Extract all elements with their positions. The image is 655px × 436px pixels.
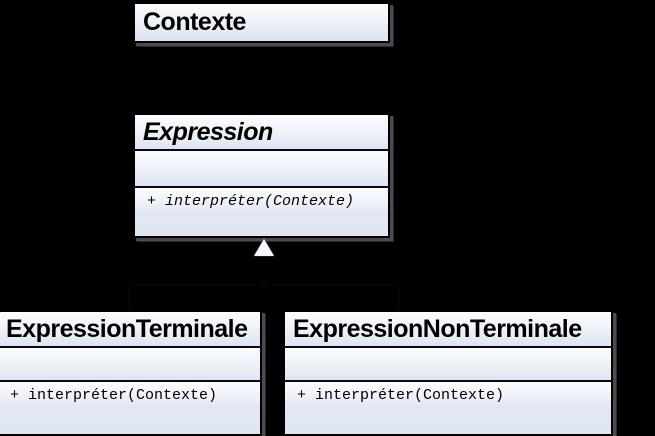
- generalization-stem-horizontal: [128, 284, 400, 286]
- class-name-expression: Expression: [143, 118, 273, 146]
- class-name-compartment: ExpressionTerminale: [0, 312, 260, 346]
- operation-interpreter: + interpréter(Contexte): [297, 387, 505, 404]
- class-attributes-compartment: [0, 346, 260, 380]
- class-attributes-compartment: [285, 346, 611, 380]
- class-name-expression-non-terminale: ExpressionNonTerminale: [293, 315, 582, 343]
- operation-interpreter: + interpréter(Contexte): [147, 193, 355, 210]
- class-operations-compartment: + interpréter(Contexte): [285, 380, 611, 410]
- class-name-compartment: ExpressionNonTerminale: [285, 312, 611, 346]
- class-name-compartment: Expression: [135, 115, 388, 149]
- class-box-contexte[interactable]: Contexte: [133, 2, 390, 43]
- class-box-expression-non-terminale[interactable]: ExpressionNonTerminale + interpréter(Con…: [283, 310, 613, 436]
- generalization-branch-right: [398, 284, 400, 310]
- class-box-expression-terminale[interactable]: ExpressionTerminale + interpréter(Contex…: [0, 310, 262, 436]
- generalization-stem-vertical: [263, 256, 265, 310]
- operation-interpreter: + interpréter(Contexte): [10, 387, 218, 404]
- class-name-expression-terminale: ExpressionTerminale: [6, 315, 248, 343]
- class-attributes-compartment: [135, 149, 388, 186]
- class-operations-compartment: + interpréter(Contexte): [135, 186, 388, 216]
- generalization-branch-left: [128, 284, 130, 310]
- generalization-arrowhead-icon: [254, 239, 274, 256]
- class-box-expression[interactable]: Expression + interpréter(Contexte): [133, 113, 390, 238]
- class-name-contexte: Contexte: [143, 8, 246, 36]
- class-name-compartment: Contexte: [135, 4, 388, 39]
- class-operations-compartment: + interpréter(Contexte): [0, 380, 260, 410]
